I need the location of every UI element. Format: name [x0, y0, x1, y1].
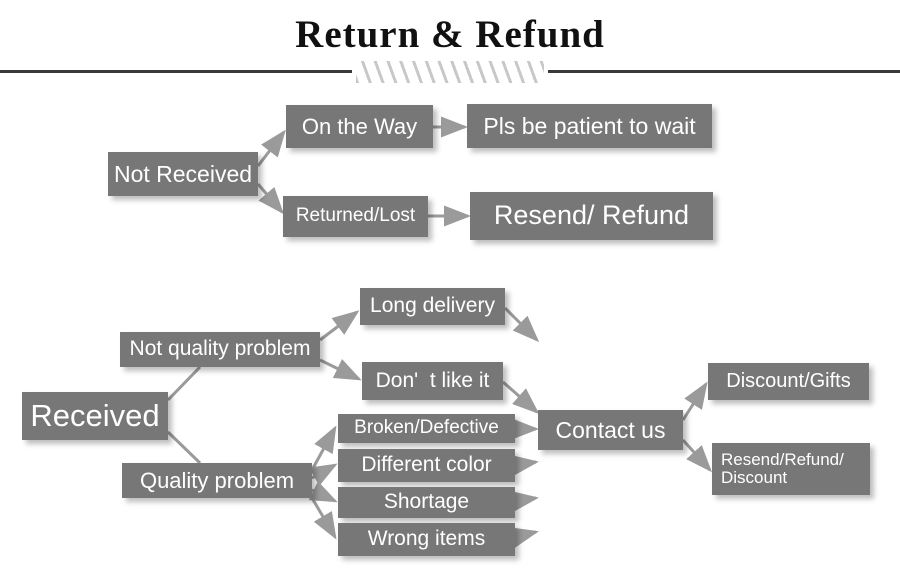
node-discount-gifts[interactable]: Discount/Gifts	[708, 363, 869, 400]
arrow-notquality-dontlike	[319, 358, 362, 381]
node-shortage[interactable]: Shortage	[338, 487, 515, 518]
node-quality-problem[interactable]: Quality problem	[122, 463, 312, 498]
node-received[interactable]: Received	[22, 392, 168, 440]
line-received-notquality	[166, 365, 202, 402]
node-resend-refund[interactable]: Resend/ Refund	[470, 192, 713, 240]
arrow-wrongitems-contactus	[510, 527, 539, 548]
arrow-notreceived-ontheway	[256, 129, 286, 167]
divider-rule-right	[548, 70, 900, 73]
divider-hatch	[356, 61, 544, 83]
node-broken-defective[interactable]: Broken/Defective	[338, 414, 515, 443]
node-resend-refund-discount[interactable]: Resend/Refund/ Discount	[712, 443, 870, 495]
node-long-delivery[interactable]: Long delivery	[360, 288, 505, 325]
node-dont-like-it[interactable]: Don' t like it	[362, 362, 503, 400]
arrow-quality-differentcolor	[308, 463, 338, 486]
arrow-longdelivery-contactus	[503, 306, 540, 343]
node-wrong-items[interactable]: Wrong items	[338, 523, 515, 556]
header-divider	[0, 60, 900, 84]
arrow-contactus-discountgifts	[681, 381, 708, 421]
arrow-shortage-contactus	[510, 490, 539, 512]
node-not-quality-problem[interactable]: Not quality problem	[120, 332, 320, 367]
node-returned-lost[interactable]: Returned/Lost	[283, 196, 428, 237]
arrow-quality-shortage	[308, 481, 338, 503]
node-on-the-way[interactable]: On the Way	[286, 105, 433, 148]
arrow-dontlike-contactus	[502, 380, 540, 414]
line-received-quality	[166, 430, 202, 465]
arrow-notquality-longdelivery	[319, 310, 360, 342]
node-different-color[interactable]: Different color	[338, 449, 515, 482]
arrow-quality-wrongitems	[310, 497, 337, 540]
arrow-notreceived-returnedlost	[256, 183, 284, 215]
arrow-contactus-resendrefunddiscount	[681, 438, 713, 473]
node-contact-us[interactable]: Contact us	[538, 410, 683, 450]
divider-rule-left	[0, 70, 352, 73]
arrow-differentcolor-contactus	[510, 454, 539, 476]
arrow-quality-broken	[310, 425, 337, 471]
node-pls-be-patient-to-wait[interactable]: Pls be patient to wait	[467, 104, 712, 148]
page-title: Return & Refund	[295, 13, 605, 56]
node-not-received[interactable]: Not Received	[108, 152, 258, 196]
